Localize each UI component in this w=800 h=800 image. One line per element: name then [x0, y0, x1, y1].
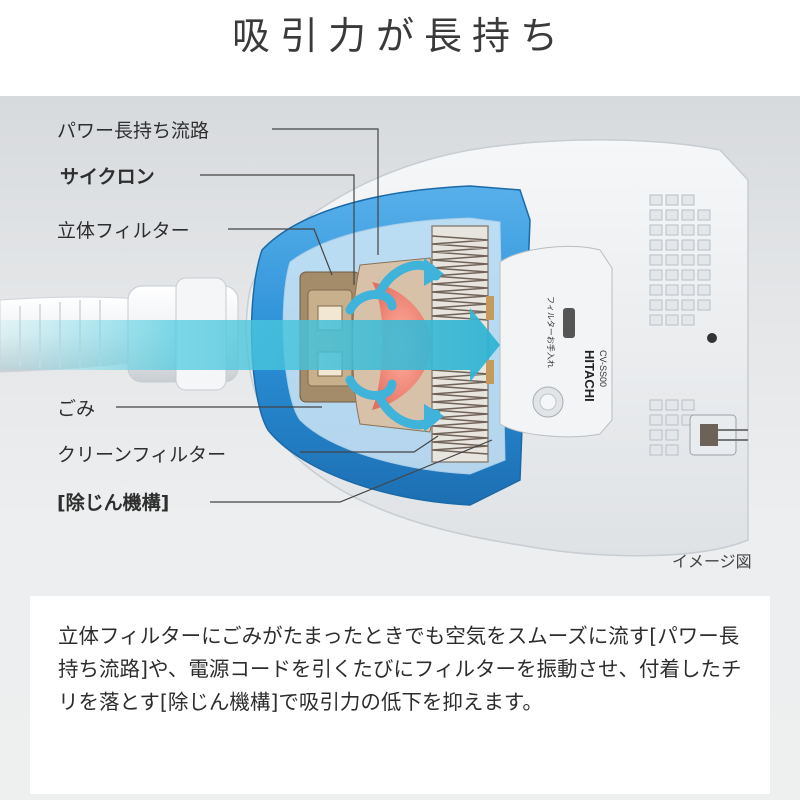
label-dust-removal: [除じん機構]: [57, 492, 170, 514]
panel-text: フィルターお手入れ: [546, 296, 556, 368]
control-panel: [499, 245, 613, 438]
label-solid-filter: 立体フィルター: [57, 220, 190, 242]
description-text: 立体フィルターにごみがたまったときでも空気をスムーズに流す[パワー長持ち流路]や…: [58, 624, 742, 714]
model-label: CV-SS00: [598, 350, 608, 387]
vacuum-cutaway-drawing: HITACHI CV-SS00 フィルターお手入れ: [0, 128, 749, 557]
page-title: 吸引力が長持ち: [231, 13, 568, 58]
label-cyclone: サイクロン: [60, 166, 155, 188]
description-box: 立体フィルターにごみがたまったときでも空気をスムーズに流す[パワー長持ち流路]や…: [30, 596, 770, 794]
brand-logo: HITACHI: [582, 350, 597, 402]
header: 吸引力が長持ち: [0, 0, 800, 96]
label-power-duct: パワー長持ち流路: [57, 120, 210, 142]
label-dust: ごみ: [57, 398, 96, 420]
label-clean-filter: クリーンフィルター: [57, 444, 227, 466]
airflow-beam: [0, 308, 500, 382]
product-illustration: HITACHI CV-SS00 フィルターお手入れ パワー長持ち流路 サイクロン…: [0, 96, 800, 800]
image-note: イメージ図: [672, 552, 752, 571]
vent-grille: [649, 194, 711, 456]
leader-lines: [116, 128, 493, 503]
